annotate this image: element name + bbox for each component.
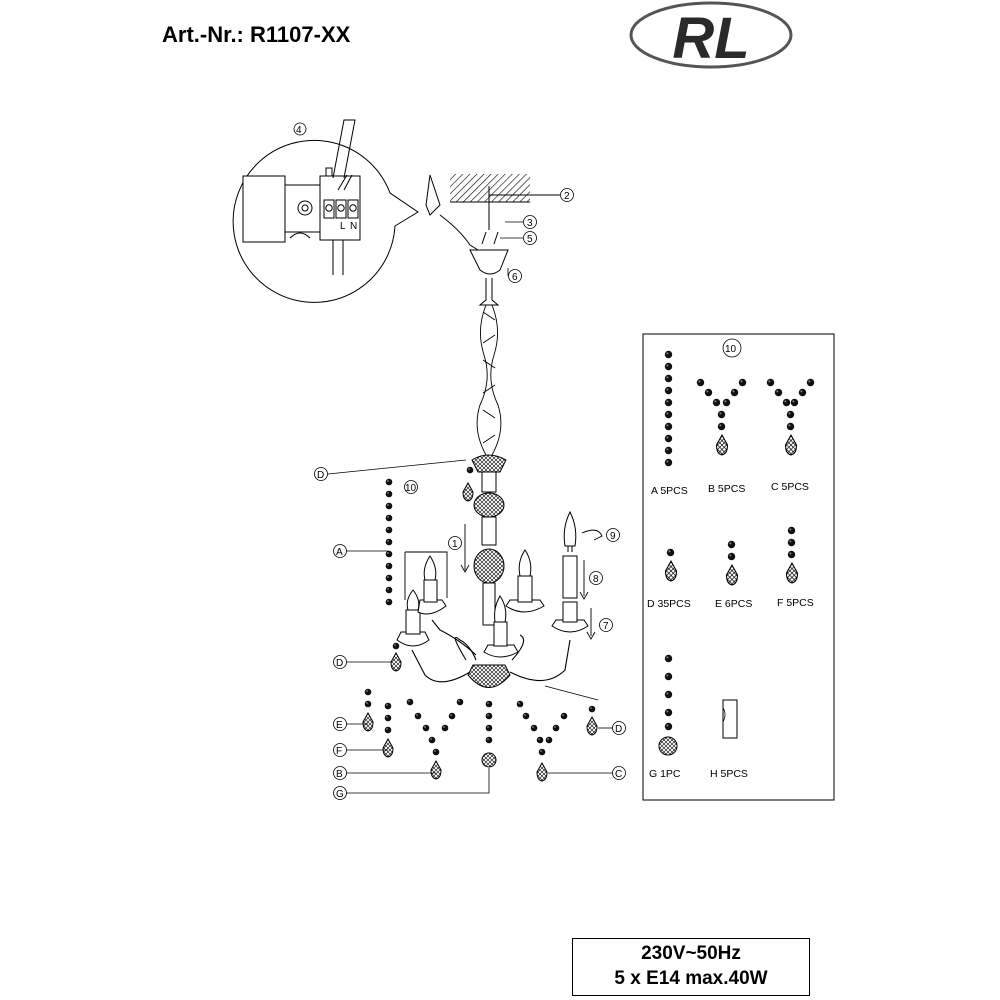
step-5: 5 (527, 234, 533, 245)
legend-c-label: C 5PCS (771, 481, 809, 493)
leader-lines (327, 459, 613, 794)
crystal-strands (362, 466, 598, 782)
part-d-top: D (317, 470, 324, 481)
part-g: G (336, 789, 344, 800)
candle-holders (396, 510, 589, 658)
article-number: Art.-Nr.: R1107-XX (162, 22, 351, 47)
step-1: 1 (452, 539, 458, 550)
part-d-left: D (336, 658, 343, 669)
logo-text: RL (672, 6, 749, 71)
electrical-spec-box: 230V~50Hz 5 x E14 max.40W (572, 938, 810, 996)
central-column (467, 454, 511, 688)
parts-legend: 10 (642, 333, 835, 801)
legend-a-label: A 5PCS (651, 485, 688, 497)
step-6: 6 (512, 272, 518, 283)
legend-h-label: H 5PCS (710, 768, 748, 780)
voltage-line: 230V~50Hz (641, 943, 741, 964)
step-3: 3 (527, 218, 533, 229)
step-7: 7 (603, 621, 609, 632)
legend-g-label: G 1PC (649, 768, 681, 780)
wiring-detail (232, 119, 419, 303)
assembly-arrows (404, 524, 603, 640)
step-10: 10 (405, 483, 417, 494)
legend-f-label: F 5PCS (777, 597, 814, 609)
legend-h-piece (722, 699, 738, 739)
part-f: F (336, 746, 342, 757)
step-8: 8 (593, 574, 599, 585)
chandelier-arms (411, 619, 571, 683)
bulb-spec-line: 5 x E14 max.40W (614, 968, 768, 989)
ceiling-mount (425, 174, 560, 306)
terminal-label-l: L (340, 221, 346, 232)
part-letter-markers (314, 467, 626, 800)
detail-number: 4 (296, 125, 302, 136)
step-markers-top (500, 188, 574, 283)
part-a: A (336, 547, 343, 558)
part-b: B (336, 769, 343, 780)
step-markers-mid (404, 480, 620, 632)
step-9: 9 (610, 531, 616, 542)
legend-d-label: D 35PCS (647, 598, 691, 610)
legend-b-label: B 5PCS (708, 483, 745, 495)
legend-g-piece (658, 654, 678, 756)
chain (476, 304, 502, 456)
rl-logo: RL (629, 1, 793, 71)
part-d-right: D (615, 724, 622, 735)
part-e: E (336, 720, 343, 731)
step-2: 2 (564, 191, 570, 202)
legend-e-label: E 6PCS (715, 598, 752, 610)
legend-number: 10 (725, 344, 737, 355)
terminal-label-n: N (350, 221, 357, 232)
part-c: C (615, 769, 622, 780)
